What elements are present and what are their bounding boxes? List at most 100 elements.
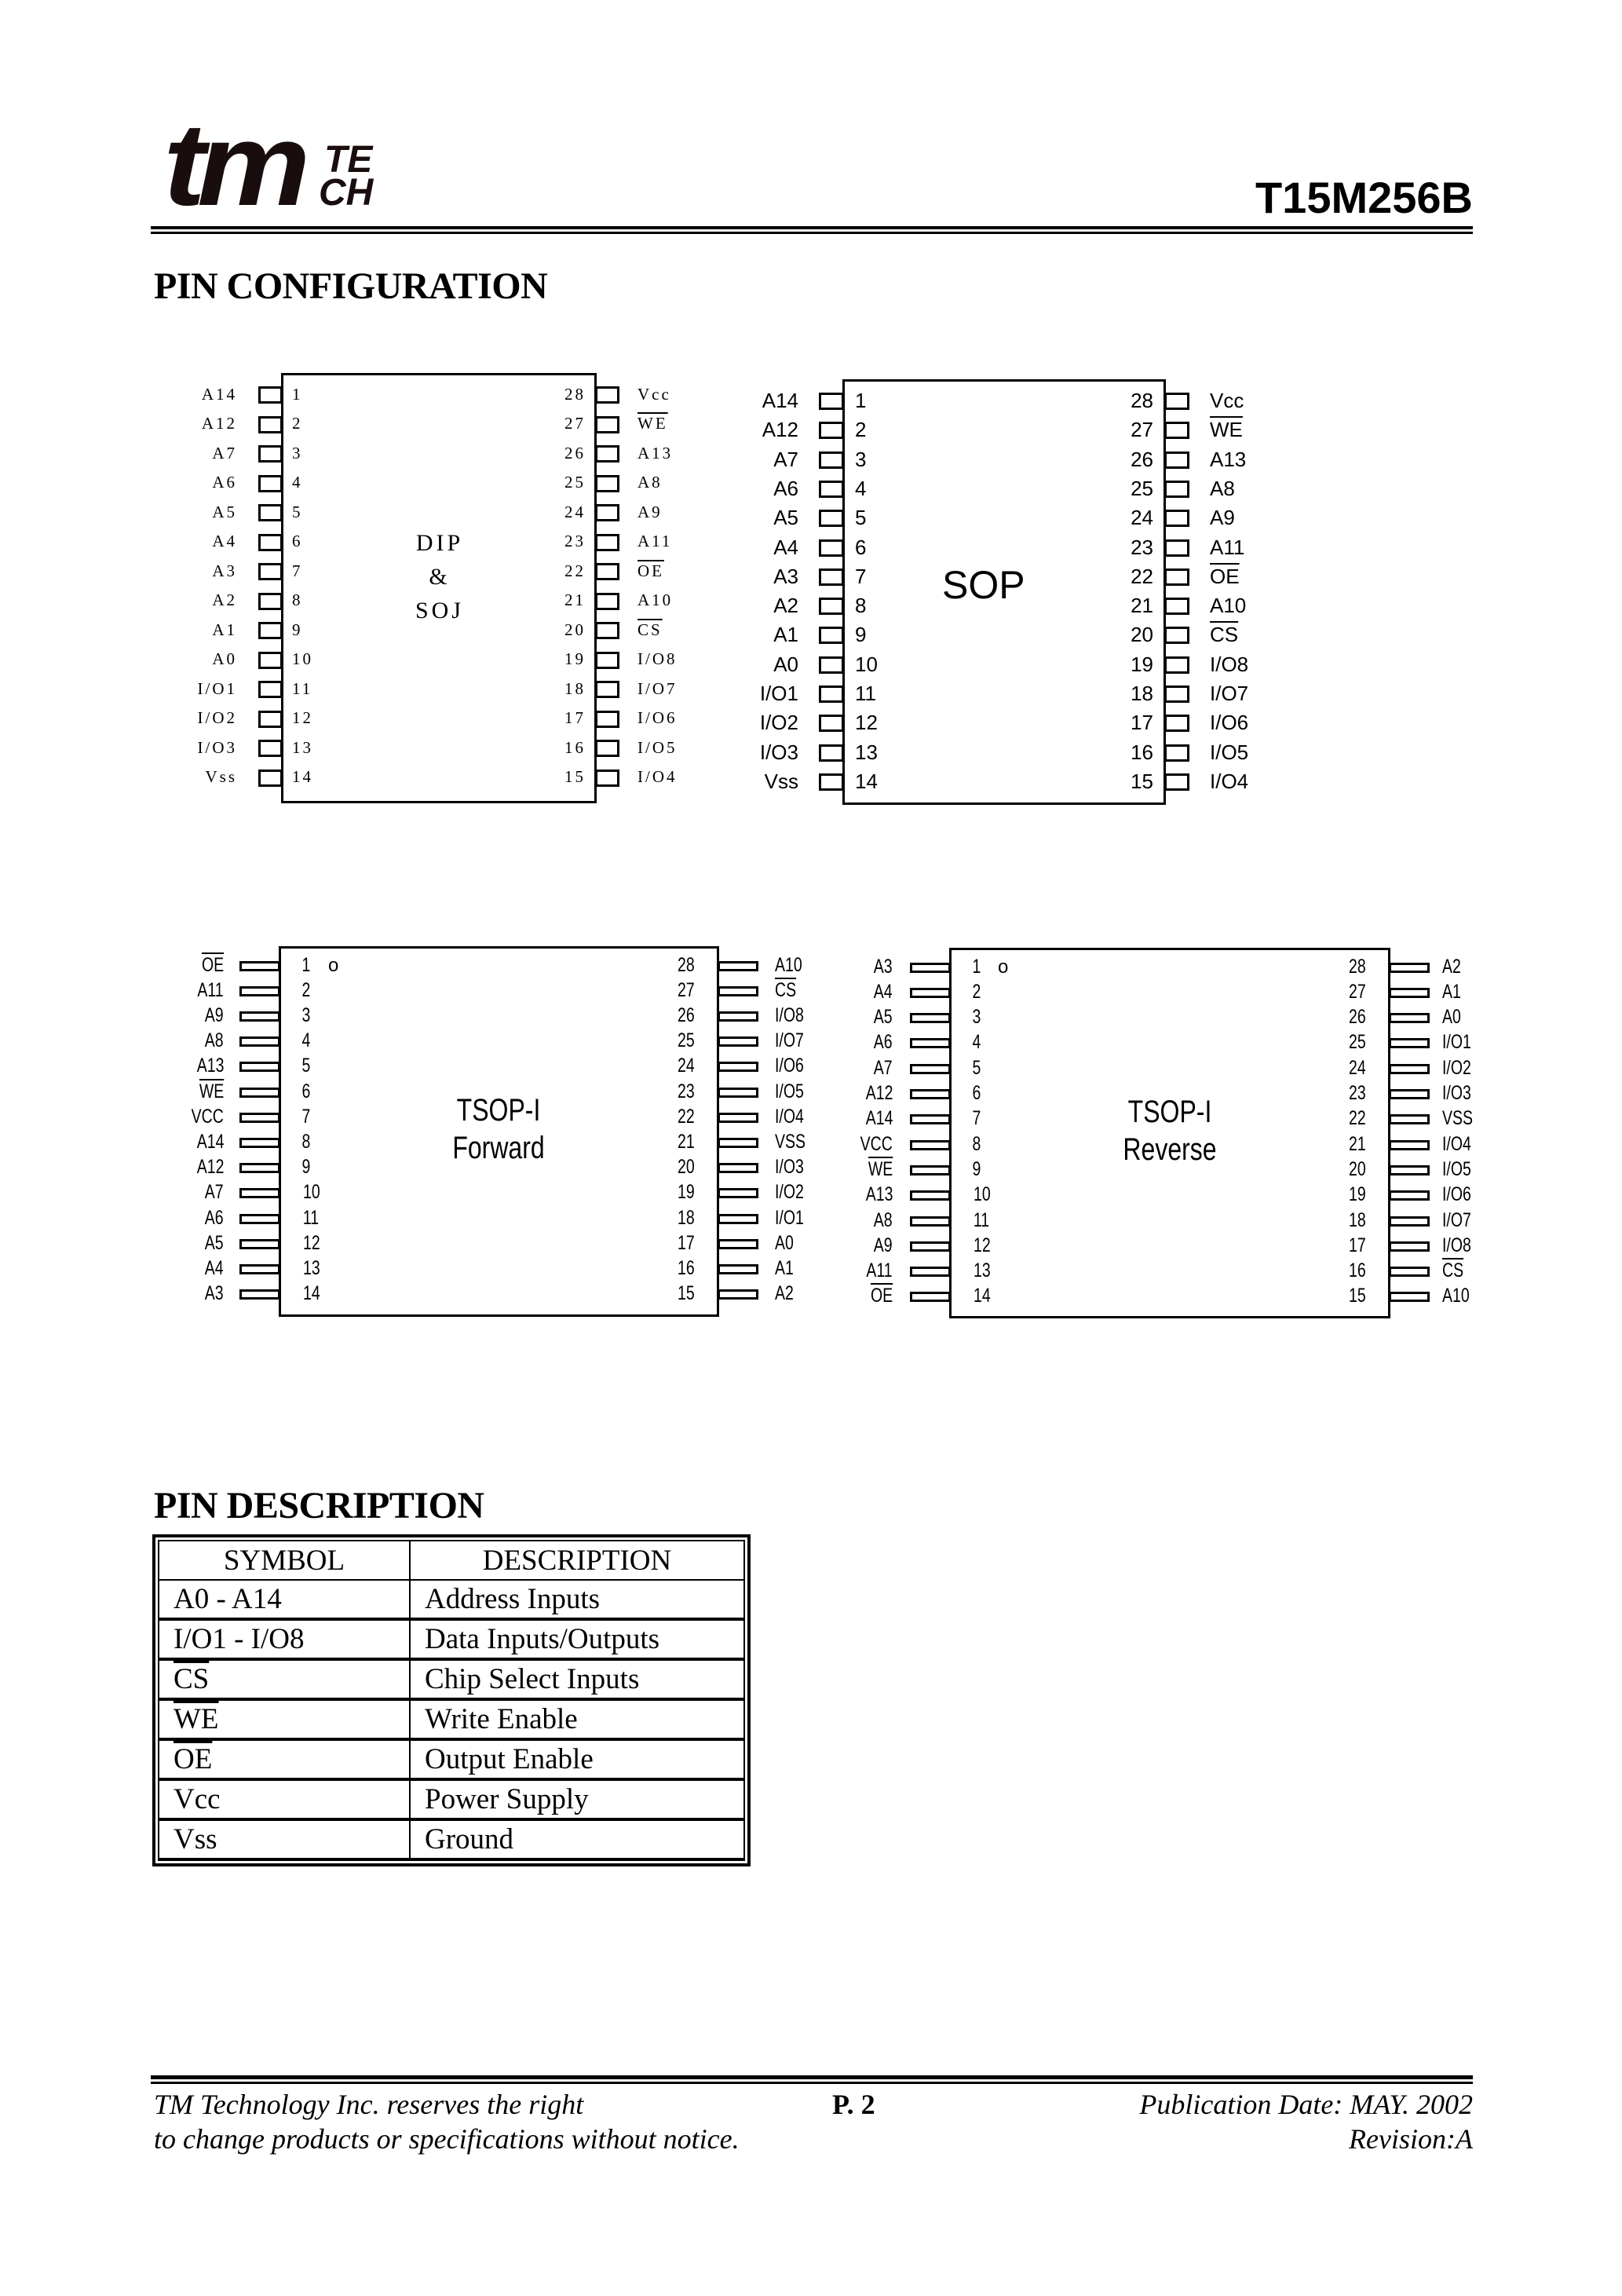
symbol-cell: Vss xyxy=(158,1819,411,1861)
pin-lead xyxy=(1389,1038,1430,1049)
pin-number: 3 xyxy=(972,1006,981,1029)
pin-name: I/O1 xyxy=(1442,1031,1471,1054)
footer-rule xyxy=(151,2075,1473,2079)
pin-lead xyxy=(910,1013,951,1024)
pin-lead xyxy=(1164,598,1189,616)
pin-lead xyxy=(718,960,758,971)
pin-number: 10 xyxy=(974,1183,991,1206)
pin-number: 28 xyxy=(1131,389,1153,412)
pin-name: I/O5 xyxy=(775,1080,804,1102)
footer-disclaimer-line1: TM Technology Inc. reserves the right xyxy=(154,2089,584,2120)
pin-name: I/O3 xyxy=(775,1156,804,1179)
pin-name: A1 xyxy=(773,623,798,647)
pin-lead xyxy=(1389,1190,1430,1201)
pin-lead xyxy=(258,563,283,580)
pin-lead xyxy=(910,1267,951,1278)
revision: Revision:A xyxy=(1349,2123,1473,2155)
pin1-marker-icon: o xyxy=(328,955,339,976)
pin-number: 12 xyxy=(974,1234,991,1256)
logo-tm: tm xyxy=(163,98,310,230)
pin-lead xyxy=(595,504,619,521)
pin-lead xyxy=(595,415,619,433)
pin-lead xyxy=(239,960,280,971)
pin-lead xyxy=(819,656,844,674)
pin-lead xyxy=(1389,1063,1430,1074)
pin-lead xyxy=(1389,1013,1430,1024)
pin-name: A10 xyxy=(637,590,674,609)
pin-name: I/O2 xyxy=(759,711,798,735)
pin-name: Vss xyxy=(205,767,237,786)
pin-number: 18 xyxy=(678,1206,695,1229)
pin-name: OE xyxy=(637,561,664,580)
pin-lead xyxy=(1164,627,1189,645)
pin-number: 3 xyxy=(855,447,867,471)
pin-name: OE xyxy=(201,953,224,976)
pin-lead xyxy=(595,681,619,698)
sop-package-title: SOP xyxy=(942,563,1025,607)
dip-package-title: DIP & SOJ xyxy=(408,526,471,627)
pin-name: A14 xyxy=(196,1130,224,1153)
pin-name: A12 xyxy=(201,414,237,433)
pin-number: 1 xyxy=(972,955,981,978)
pin-name: A3 xyxy=(874,955,893,978)
pin-number: 23 xyxy=(1131,535,1153,559)
pin-number: 10 xyxy=(303,1181,320,1204)
pin-number: 24 xyxy=(1349,1056,1366,1079)
pin-name: I/O8 xyxy=(1442,1234,1471,1256)
pin-number: 25 xyxy=(564,473,586,492)
pin-lead xyxy=(718,1137,758,1148)
pin-number: 23 xyxy=(678,1080,695,1102)
pin-lead xyxy=(258,651,283,669)
pin-name: VCC xyxy=(860,1132,893,1155)
tsop-reverse-package-body xyxy=(949,948,1390,1318)
pin-lead xyxy=(1164,568,1189,586)
pin-number: 16 xyxy=(564,737,586,757)
pin-number: 4 xyxy=(855,476,867,500)
pin-lead xyxy=(239,1137,280,1148)
pin-number: 18 xyxy=(564,678,586,698)
pin-lead xyxy=(910,1089,951,1099)
description-cell: Power Supply xyxy=(409,1779,745,1821)
pin-number: 19 xyxy=(564,649,586,668)
pin-number: 4 xyxy=(972,1031,981,1054)
pin-lead xyxy=(1389,987,1430,998)
pin-lead xyxy=(595,445,619,462)
pin-name: I/O6 xyxy=(775,1055,804,1077)
pin-lead xyxy=(1164,393,1189,410)
pin-lead xyxy=(239,1289,280,1300)
pin-number: 12 xyxy=(855,711,878,735)
pin-lead xyxy=(1164,510,1189,528)
pin-lead xyxy=(910,1114,951,1125)
pin-name: A3 xyxy=(212,561,237,580)
pin-lead xyxy=(910,962,951,973)
pin-name: I/O1 xyxy=(759,682,798,705)
table-row: OE Output Enable xyxy=(158,1738,745,1781)
pin-name: VSS xyxy=(775,1130,806,1153)
logo-ch: CH xyxy=(319,172,374,214)
pin-number: 3 xyxy=(301,1004,311,1026)
pin-name: A13 xyxy=(1210,447,1247,471)
pin-number: 13 xyxy=(292,737,313,757)
pin-number: 16 xyxy=(678,1256,695,1279)
dip-title-line: SOJ xyxy=(415,598,465,623)
pin-lead xyxy=(258,415,283,433)
symbol-cell: A0 - A14 xyxy=(158,1579,411,1621)
pin-name: WE xyxy=(199,1080,224,1102)
pin-lead xyxy=(819,539,844,557)
pin-lead xyxy=(718,1036,758,1047)
pin-number: 26 xyxy=(678,1004,695,1026)
pin-number: 11 xyxy=(973,1208,990,1231)
header-rule-thin xyxy=(151,232,1473,234)
pin-name: A8 xyxy=(637,473,663,492)
pin-lead xyxy=(239,1188,280,1199)
pin-lead xyxy=(258,769,283,787)
pin-number: 20 xyxy=(1349,1157,1366,1180)
pin-name: A1 xyxy=(775,1256,794,1279)
pin-name: A11 xyxy=(1210,535,1245,559)
pin-lead xyxy=(239,1011,280,1022)
pin-number: 1 xyxy=(301,953,311,976)
pin-lead xyxy=(910,1038,951,1049)
pin-number: 15 xyxy=(678,1282,695,1305)
pin-lead xyxy=(910,987,951,998)
pin-name: A2 xyxy=(212,590,237,609)
